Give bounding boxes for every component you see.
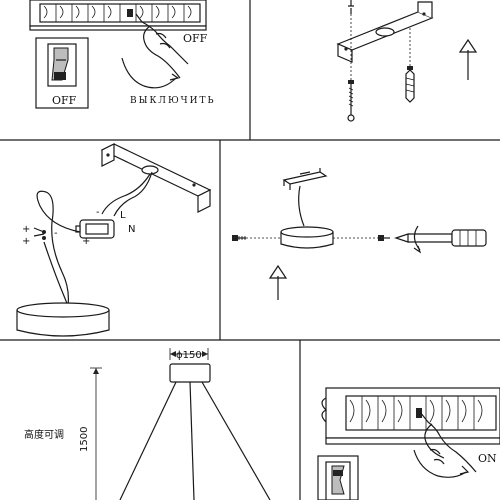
svg-text:+: + xyxy=(22,224,30,235)
adjustable-height-label: 高度可调 xyxy=(24,428,64,441)
hand-icon xyxy=(135,13,189,79)
up-arrow-icon xyxy=(268,264,288,300)
curved-arrow-icon xyxy=(121,57,180,89)
svg-text:+: + xyxy=(22,236,30,247)
anchor-screw-right xyxy=(405,66,415,103)
screw-icon xyxy=(378,235,390,241)
panel-mount-bracket xyxy=(336,0,478,122)
height-label: 1500 xyxy=(79,427,90,452)
switch-off-caption: ВЫКЛЮЧИТЬ xyxy=(130,96,216,106)
terminal-n-label: N xyxy=(128,224,135,235)
terminal-l-label: L xyxy=(120,210,126,221)
suspension-cables xyxy=(119,381,271,500)
hand-icon xyxy=(419,411,477,473)
polarity-minus-label: - xyxy=(96,207,100,218)
ceiling-bracket xyxy=(336,1,434,63)
hand-on-label: ON xyxy=(478,452,497,465)
panel-switch-off: OFF OFF ВЫКЛЮЧИТЬ xyxy=(29,0,216,109)
canopy xyxy=(169,363,211,383)
ring-lamp xyxy=(16,302,110,337)
panel-dimensions: ϕ150 1500 高度可调 xyxy=(24,348,271,500)
wall-switch xyxy=(317,455,359,500)
panel-wiring: L N - + + + - xyxy=(16,143,212,337)
ceiling-bracket xyxy=(100,143,212,213)
anchor-screw-left xyxy=(347,80,355,122)
wall-switch xyxy=(35,37,89,109)
screw-icon xyxy=(232,235,246,241)
diameter-dimension xyxy=(169,348,209,360)
terminal-block xyxy=(75,219,115,239)
screwdriver-icon xyxy=(394,225,487,254)
wire-connector-icon xyxy=(33,227,46,240)
hand-off-label: OFF xyxy=(183,32,208,45)
breaker-panel xyxy=(321,387,500,445)
panel-mount-ring xyxy=(232,168,487,300)
curved-arrow-icon xyxy=(413,449,470,478)
panel-switch-on: ON xyxy=(317,387,500,500)
switch-off-label: OFF xyxy=(52,94,77,107)
ring-lamp xyxy=(280,226,334,249)
polarity-plus-label: + xyxy=(82,236,90,247)
bracket-plate xyxy=(282,168,328,190)
svg-text:-: - xyxy=(54,228,58,239)
breaker-panel xyxy=(29,0,207,31)
screw-icon xyxy=(348,0,354,14)
up-arrow-icon xyxy=(458,38,478,80)
height-dimension xyxy=(90,367,102,500)
diameter-label: ϕ150 xyxy=(176,350,202,361)
